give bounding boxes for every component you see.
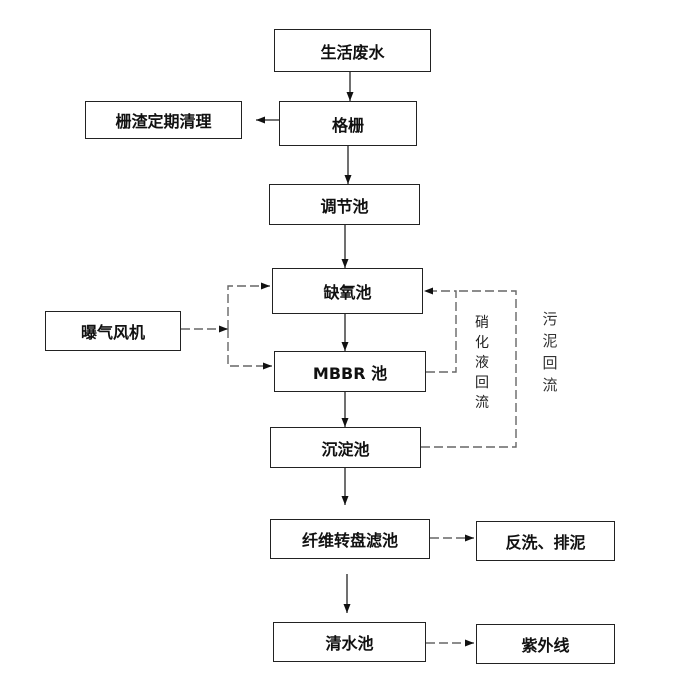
regulating-tank-box: 调节池 [269,184,420,225]
dashed-sludge-return [421,290,517,448]
dashed-air-to-anoxic [227,282,270,329]
grille-residue-box: 栅渣定期清理 [85,101,242,139]
dashed-air-to-mbbr [227,329,272,370]
domestic-wastewater-box: 生活废水 [274,29,431,72]
nitrate-recycle-label: 硝化液回流 [475,315,489,411]
backwash-box: 反洗、排泥 [476,521,615,561]
anoxic-tank-box: 缺氧池 [272,268,423,314]
ultraviolet-box: 紫外线 [476,624,615,664]
aeration-blower-box: 曝气风机 [45,311,181,351]
settling-tank-box: 沉淀池 [270,427,421,468]
sludge-return-label: 污泥回流 [542,310,558,394]
grille-box: 格栅 [279,101,417,146]
clear-water-tank-box: 清水池 [273,622,426,662]
fiber-disc-filter-box: 纤维转盘滤池 [270,519,430,559]
mbbr-tank-box: MBBR 池 [274,351,426,392]
dashed-nitrate-recycle [424,287,457,373]
